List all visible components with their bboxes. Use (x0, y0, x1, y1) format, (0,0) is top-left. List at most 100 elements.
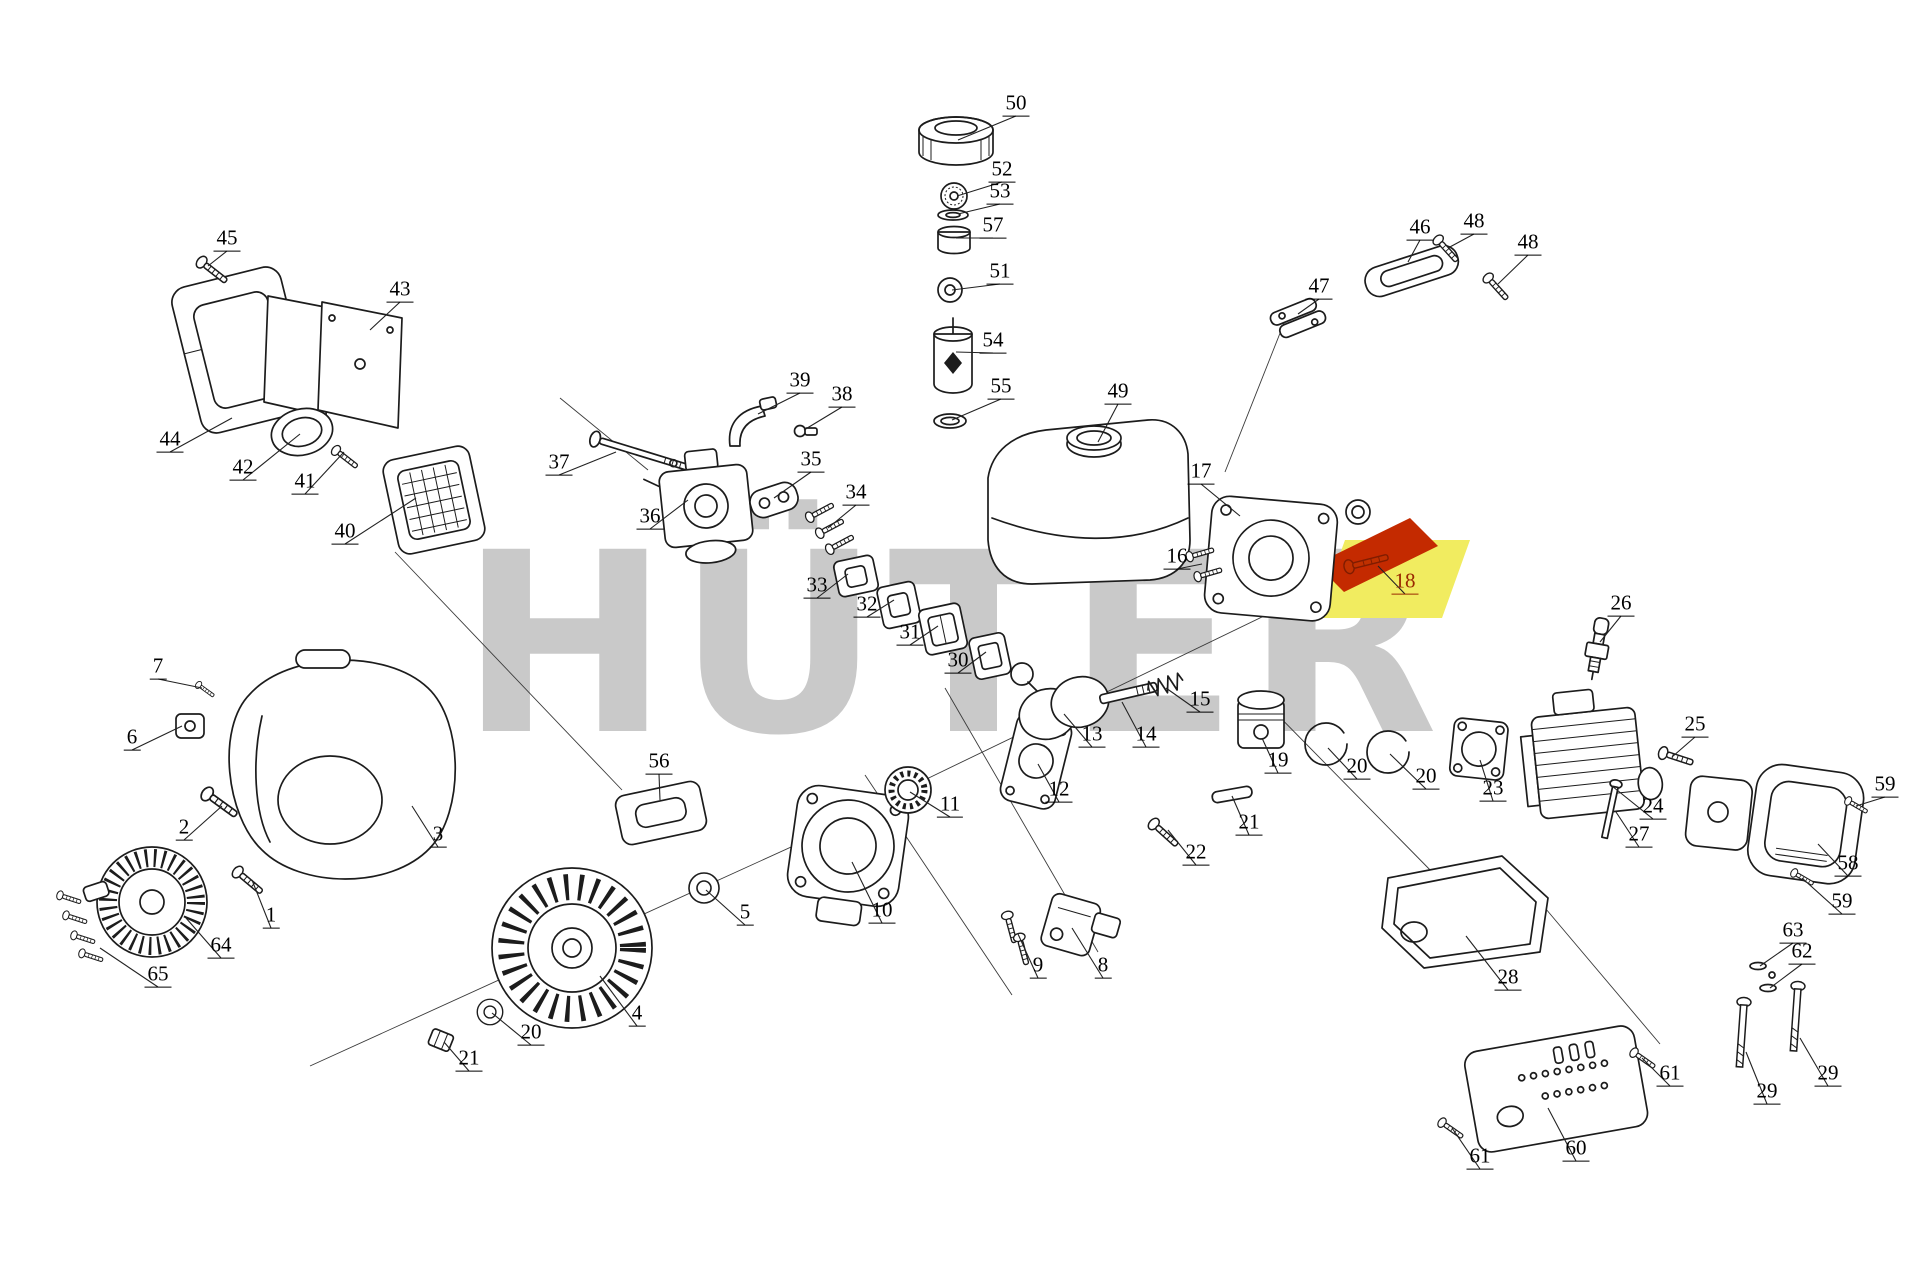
leader-29 (1799, 1037, 1829, 1087)
leader-51 (951, 283, 1001, 291)
callout-49: 49 (1104, 379, 1132, 405)
part-51-grommet (937, 277, 963, 303)
callout-4: 4 (628, 1001, 646, 1027)
part-47-clamp (1269, 297, 1327, 339)
leader-60 (1547, 1107, 1577, 1162)
callout-40: 40 (331, 519, 359, 545)
callout-20: 20 (1343, 754, 1371, 780)
leader-34 (827, 504, 857, 529)
part-4-flywheel (491, 867, 653, 1029)
part-46-handle-bracket (1364, 244, 1460, 298)
callout-62: 62 (1788, 939, 1816, 965)
leader-21 (443, 1041, 470, 1072)
leader-25 (1671, 736, 1696, 758)
callout-21: 21 (1235, 810, 1263, 836)
callout-25: 25 (1681, 712, 1709, 738)
part-32-gasket (876, 580, 922, 630)
part-muffler (1684, 775, 1754, 851)
leader-33 (816, 573, 849, 599)
leader-28 (1465, 935, 1509, 991)
callout-32: 32 (853, 592, 881, 618)
leader-56 (658, 773, 661, 801)
part-oil-seal (1345, 499, 1371, 525)
part-11-bearing (884, 766, 932, 814)
leader-55 (951, 398, 1002, 421)
callout-46: 46 (1406, 215, 1434, 241)
leader-2 (183, 805, 223, 841)
leader-42 (242, 433, 301, 481)
callout-56: 56 (645, 749, 673, 775)
leader-24 (1611, 785, 1654, 820)
callout-65: 65 (144, 962, 172, 988)
leader-62 (1769, 963, 1803, 989)
leader-22 (1167, 829, 1197, 866)
callout-51: 51 (986, 259, 1014, 285)
callout-20: 20 (517, 1020, 545, 1046)
callout-19: 19 (1264, 748, 1292, 774)
leader-3 (411, 805, 439, 848)
callout-61: 61 (1656, 1061, 1684, 1087)
leader-12 (1037, 763, 1060, 803)
callout-20: 20 (1412, 764, 1440, 790)
leader-29 (1745, 1051, 1768, 1105)
callout-53: 53 (986, 179, 1014, 205)
part-21-pin (1211, 785, 1253, 804)
callout-63: 63 (1779, 918, 1807, 944)
leader-40 (344, 497, 417, 545)
leader-13 (1063, 713, 1093, 748)
callout-47: 47 (1305, 274, 1333, 300)
callout-43: 43 (386, 277, 414, 303)
callout-26: 26 (1607, 591, 1635, 617)
callout-35: 35 (797, 447, 825, 473)
callout-7: 7 (149, 654, 167, 680)
leader-19 (1261, 737, 1279, 774)
callout-8: 8 (1094, 953, 1112, 979)
brand-logo-red-shape (1316, 518, 1438, 592)
part-64-ignition-rotor (82, 846, 208, 958)
callout-57: 57 (979, 213, 1007, 239)
leader-8 (1071, 927, 1104, 979)
callout-15: 15 (1186, 687, 1214, 713)
leader-48 (1497, 254, 1529, 285)
part-36-carburetor (643, 448, 754, 564)
leader-26 (1599, 615, 1622, 643)
leader-38 (803, 406, 843, 431)
part-10-crankcase-left (786, 784, 910, 927)
part-43-filter-plate (317, 301, 403, 429)
leader-23 (1479, 759, 1494, 802)
callout-16: 16 (1163, 544, 1191, 570)
leader-45 (207, 250, 228, 267)
part-6-rubber-mount (175, 713, 205, 739)
callout-28: 28 (1494, 965, 1522, 991)
callout-14: 14 (1132, 722, 1160, 748)
leader-15 (1165, 687, 1201, 713)
callout-13: 13 (1078, 722, 1106, 748)
leader-44 (169, 417, 233, 453)
callout-48: 48 (1514, 230, 1542, 256)
leader-36 (649, 499, 689, 530)
leader-18 (1377, 565, 1406, 595)
part-60-bracket (1463, 1025, 1649, 1153)
part-20-piston-ring (1366, 730, 1410, 774)
leader-63 (1759, 942, 1794, 967)
part-27-bolt (1600, 779, 1623, 840)
part-23-gasket (1448, 717, 1509, 781)
callout-39: 39 (786, 368, 814, 394)
callout-24: 24 (1639, 794, 1667, 820)
leader-52 (956, 181, 1003, 197)
leader-50 (957, 115, 1017, 141)
callout-2: 2 (175, 815, 193, 841)
part-20-piston-ring (1304, 722, 1348, 766)
callout-64: 64 (207, 933, 235, 959)
callout-6: 6 (123, 725, 141, 751)
part-31-reed-valve (917, 602, 969, 656)
leader-14 (1121, 701, 1147, 748)
callout-61: 61 (1466, 1144, 1494, 1170)
leader-5 (705, 889, 746, 926)
callout-11: 11 (936, 792, 964, 818)
leader-32 (866, 599, 895, 618)
leader-47 (1297, 298, 1320, 315)
